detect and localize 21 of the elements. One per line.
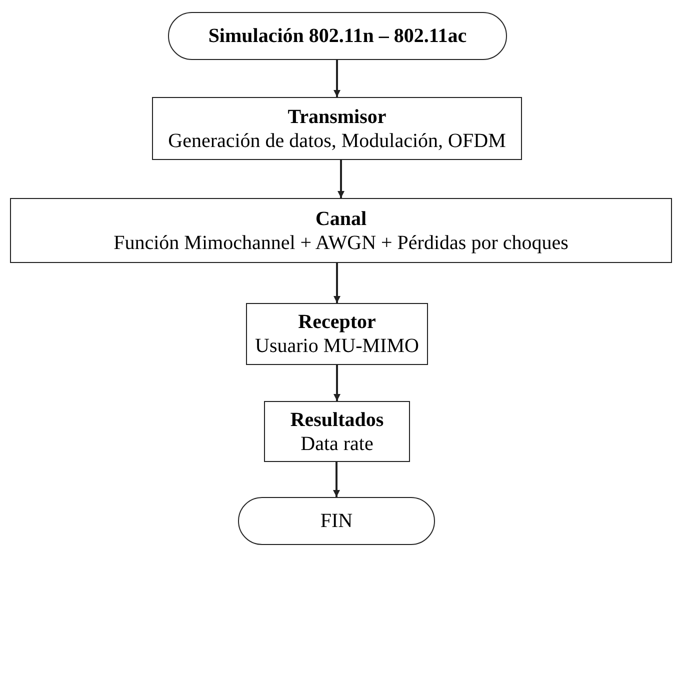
- arrow: [334, 60, 340, 97]
- terminal-label: Simulación 802.11n – 802.11ac: [208, 24, 467, 48]
- process-box: [152, 97, 522, 160]
- box-heading: Receptor: [298, 310, 376, 334]
- terminal-shape: [168, 12, 507, 60]
- process-box: [10, 198, 672, 263]
- arrow: [334, 365, 340, 401]
- box-description: Generación de datos, Modulación, OFDM: [168, 128, 506, 152]
- process-box: [246, 303, 428, 365]
- box-description: Usuario MU-MIMO: [255, 334, 419, 358]
- arrow: [334, 263, 340, 303]
- terminal-shape: [238, 497, 435, 545]
- arrow: [333, 462, 340, 497]
- process-box: [264, 401, 410, 462]
- terminal-label: FIN: [320, 509, 353, 533]
- arrow: [338, 160, 344, 198]
- box-heading: Resultados: [290, 408, 384, 432]
- box-heading: Transmisor: [288, 104, 386, 128]
- box-description: Data rate: [300, 432, 374, 456]
- box-description: Función Mimochannel + AWGN + Pérdidas por choques: [114, 230, 568, 254]
- box-heading: Canal: [315, 206, 367, 230]
